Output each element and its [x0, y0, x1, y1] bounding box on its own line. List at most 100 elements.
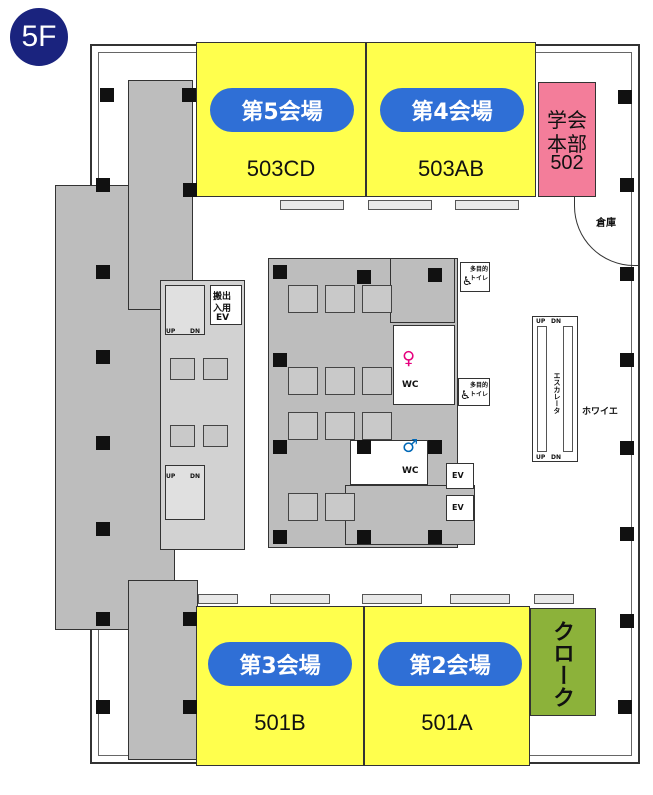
hq-room[interactable] — [538, 82, 596, 197]
window-strip — [362, 594, 422, 604]
floor-badge: 5F — [10, 8, 68, 66]
hall-5-code: 503CD — [246, 156, 316, 181]
column — [357, 530, 371, 544]
column — [96, 436, 110, 450]
stair-lower-up: UP — [166, 473, 176, 480]
column — [620, 614, 634, 628]
mens-wc-icon: ♂ — [402, 436, 419, 457]
hq-line2: 本部 — [547, 134, 587, 156]
column — [273, 265, 287, 279]
storage-label: 倉庫 — [596, 218, 616, 229]
window-strip — [450, 594, 510, 604]
core-cell — [362, 412, 392, 440]
hall-3-code: 501B — [254, 710, 306, 735]
womens-wc — [393, 325, 455, 405]
stair-lower-dn: DN — [190, 473, 201, 480]
column — [96, 178, 110, 192]
escalator-up-bottom: UP — [536, 454, 546, 461]
column — [96, 700, 110, 714]
column — [618, 90, 632, 104]
freight-ev — [210, 285, 242, 325]
multi-toilet-2-label: 多目的トイレ — [470, 382, 489, 398]
hall-3-title: 第3会場 — [208, 642, 352, 686]
column — [357, 270, 371, 284]
core-cell — [362, 285, 392, 313]
stair-upper-dn: DN — [190, 328, 201, 335]
stair-upper-up: UP — [166, 328, 176, 335]
hall-5-title: 第5会場 — [210, 88, 354, 132]
column — [357, 440, 371, 454]
hall-2-code: 501A — [421, 710, 473, 735]
elevator-2-label: EV — [452, 503, 464, 512]
hall-4-code: 503AB — [417, 156, 485, 181]
core-cell — [325, 493, 355, 521]
womens-wc-label: WC — [402, 380, 419, 390]
escalator-lane — [537, 326, 547, 452]
hq-line1: 学会 — [547, 110, 587, 132]
column — [620, 527, 634, 541]
freight-ev-label-3: EV — [216, 313, 230, 323]
column — [620, 178, 634, 192]
elevator-1-label: EV — [452, 471, 464, 480]
core-cell — [170, 358, 195, 380]
multi-toilet-1 — [460, 262, 490, 292]
column — [620, 267, 634, 281]
stair-upper — [165, 285, 205, 335]
core-right-block — [390, 258, 455, 323]
wheelchair-icon: ♿ — [462, 274, 473, 288]
core-cell — [170, 425, 195, 447]
hall-4-title: 第4会場 — [380, 88, 524, 132]
multi-toilet-2 — [458, 378, 490, 406]
column — [183, 612, 197, 626]
core-cell — [203, 425, 228, 447]
column — [96, 522, 110, 536]
column — [620, 353, 634, 367]
multi-toilet-1-label: 多目的トイレ — [470, 266, 489, 282]
core-cell — [325, 285, 355, 313]
core-cell — [203, 358, 228, 380]
column — [618, 700, 632, 714]
core-cell — [288, 493, 318, 521]
column — [96, 265, 110, 279]
escalator — [532, 316, 578, 462]
column — [183, 700, 197, 714]
window-strip — [198, 594, 238, 604]
elevator-1 — [446, 463, 474, 489]
core-cell — [325, 367, 355, 395]
foyer-label: ホワイエ — [582, 407, 618, 417]
column — [273, 440, 287, 454]
core-cell — [325, 412, 355, 440]
column — [96, 612, 110, 626]
column — [182, 88, 196, 102]
column — [620, 441, 634, 455]
window-strip — [280, 200, 344, 210]
escalator-lane — [563, 326, 573, 452]
column — [183, 183, 197, 197]
column — [428, 440, 442, 454]
womens-wc-icon: ♀ — [402, 348, 416, 369]
hall-2[interactable] — [364, 606, 530, 766]
window-strip — [270, 594, 330, 604]
hall-3[interactable] — [196, 606, 364, 766]
escalator-dn-bottom: DN — [551, 454, 562, 461]
column — [100, 88, 114, 102]
mens-wc-label: WC — [402, 466, 419, 476]
core-cell — [362, 367, 392, 395]
cloak-label: クローク — [550, 620, 575, 708]
core-cell — [288, 367, 318, 395]
escalator-label: エスカレータ — [553, 372, 561, 414]
window-strip — [368, 200, 432, 210]
window-strip — [534, 594, 574, 604]
stair-lower — [165, 465, 205, 520]
column — [428, 530, 442, 544]
window-strip — [455, 200, 519, 210]
column — [273, 530, 287, 544]
freight-ev-label-1: 搬出 — [213, 292, 232, 302]
column — [96, 350, 110, 364]
elevator-2 — [446, 495, 474, 521]
wheelchair-icon: ♿ — [460, 388, 471, 402]
hall-2-title: 第2会場 — [378, 642, 522, 686]
hq-code: 502 — [550, 152, 584, 174]
escalator-dn-top: DN — [551, 318, 562, 325]
cloak-room[interactable] — [530, 608, 596, 716]
